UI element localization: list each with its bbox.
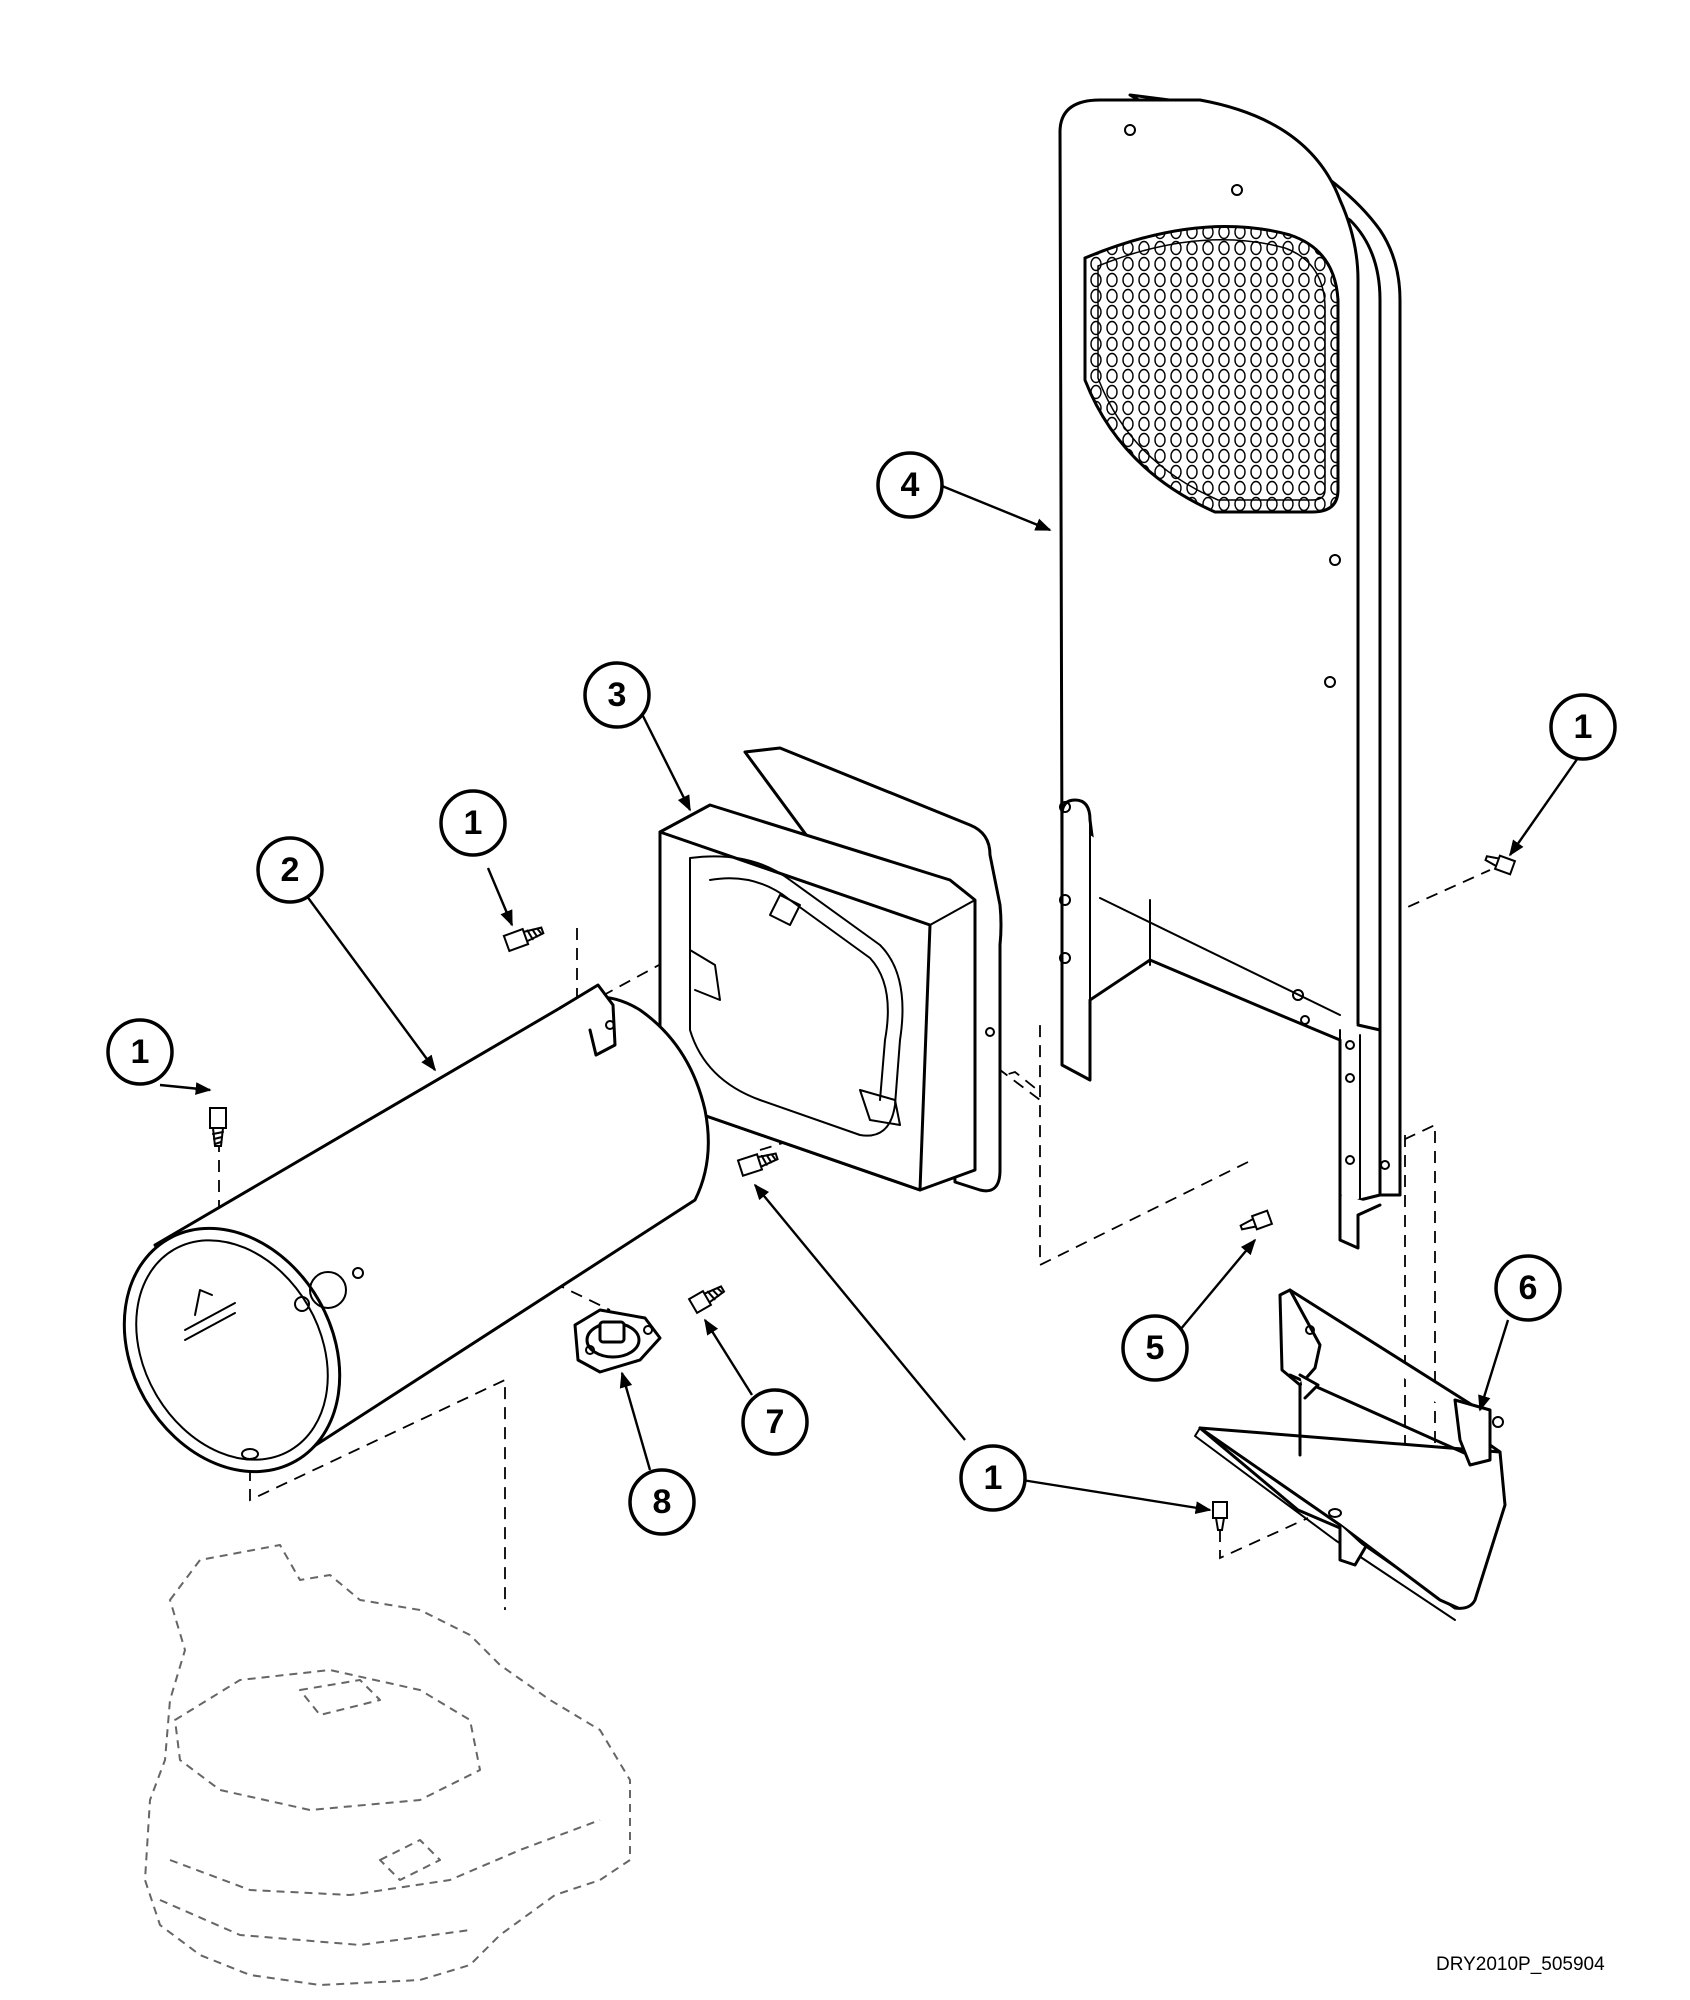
callout-7: 7 (741, 1388, 809, 1456)
screw-icon (736, 1152, 779, 1177)
svg-text:1: 1 (464, 804, 483, 842)
callout-1: 1 (439, 789, 507, 857)
svg-text:7: 7 (766, 1403, 785, 1441)
screw-icon (1239, 1209, 1274, 1231)
svg-text:8: 8 (653, 1483, 672, 1521)
callout-1: 1 (959, 1444, 1027, 1512)
heater-housing-part-2 (122, 983, 710, 1474)
callout-5: 5 (1121, 1314, 1189, 1382)
svg-text:5: 5 (1146, 1329, 1165, 1367)
drawing-reference-number: DRY2010P_505904 (1436, 1954, 1605, 1975)
svg-text:6: 6 (1519, 1269, 1538, 1307)
screw-icon (1212, 1501, 1228, 1531)
svg-text:3: 3 (608, 676, 627, 714)
callout-2: 2 (256, 836, 324, 904)
callout-1: 1 (1549, 693, 1617, 761)
svg-text:1: 1 (984, 1459, 1003, 1497)
callout-6: 6 (1494, 1254, 1562, 1322)
screw-icon (209, 1107, 227, 1147)
rear-panel-part-4 (1058, 93, 1402, 1250)
callout-8: 8 (628, 1468, 696, 1536)
callout-3: 3 (583, 661, 651, 729)
screw-icon (502, 926, 545, 953)
screw-icon (1484, 854, 1517, 876)
svg-text:1: 1 (131, 1033, 150, 1071)
screw-icons (209, 854, 1517, 1531)
svg-text:1: 1 (1574, 708, 1593, 746)
svg-text:2: 2 (281, 851, 300, 889)
bracket-part-6 (1194, 1288, 1507, 1621)
duct-frame-part-3 (658, 746, 1003, 1193)
thermostat-part-8 (573, 1308, 662, 1374)
leader-lines (159, 484, 1581, 1515)
screw-icon (687, 1285, 726, 1315)
callout-4: 4 (876, 451, 944, 519)
svg-text:4: 4 (901, 466, 920, 504)
ghost-base-assembly (144, 1544, 631, 1986)
callout-1: 1 (106, 1018, 174, 1086)
